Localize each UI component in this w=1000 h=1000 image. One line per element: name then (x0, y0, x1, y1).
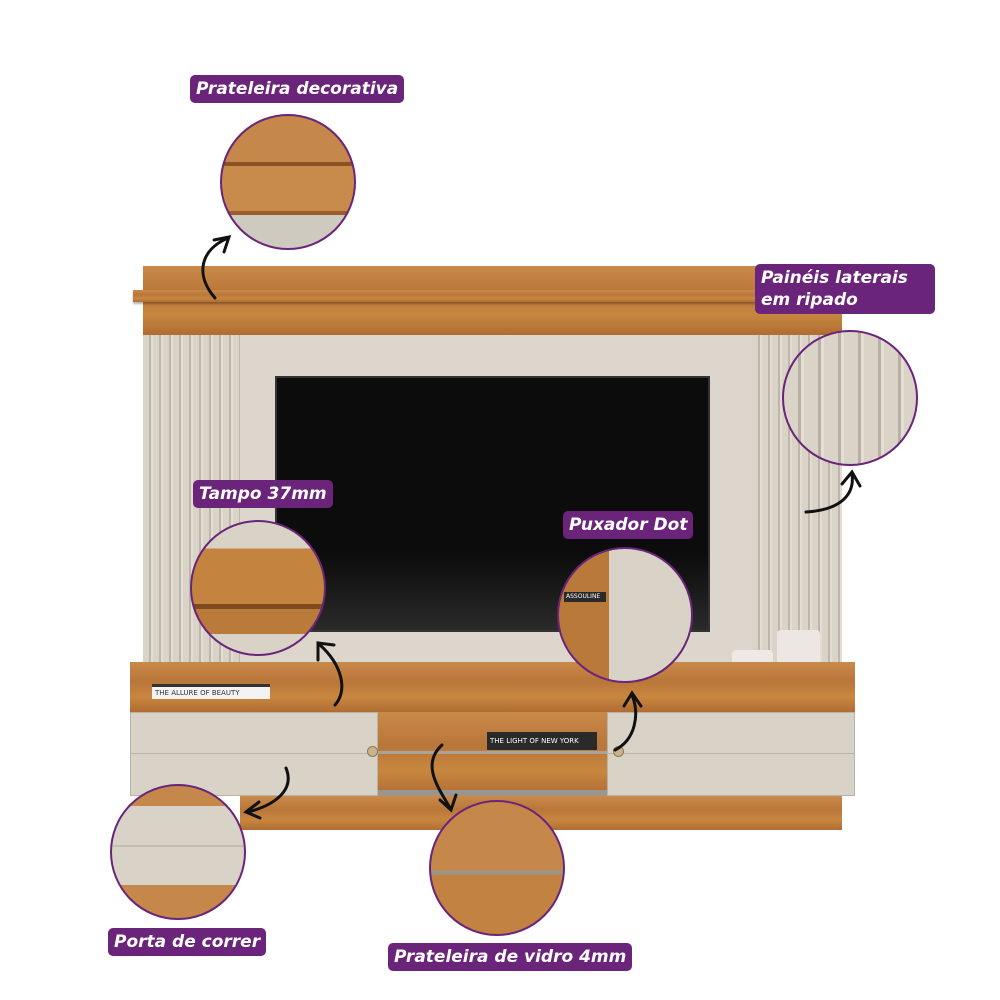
detail-circle-slatted-panels (782, 330, 918, 466)
detail-circle-sliding-door (110, 784, 246, 920)
detail-circle-tabletop (190, 520, 326, 656)
niche-base (378, 790, 607, 796)
right-door-line (607, 753, 855, 754)
arrow-icon (430, 743, 458, 813)
middle-niche (378, 712, 607, 796)
book-middle: THE LIGHT OF NEW YORK (487, 732, 597, 750)
decorative-shelf (133, 290, 842, 302)
left-door-line (130, 753, 378, 754)
right-sliding-door (607, 712, 855, 796)
label-side-panels: Painéis laterais em ripado (755, 264, 935, 314)
arrow-icon (243, 766, 290, 820)
arrow-icon (316, 641, 344, 707)
label-decorative-shelf: Prateleira decorativa (190, 75, 405, 103)
label-glass-shelf: Prateleira de vidro 4mm (388, 943, 633, 971)
book-publisher: ASSOULINE (564, 592, 606, 602)
handle-dot (367, 746, 378, 757)
left-sliding-door (130, 712, 378, 796)
arrow-icon (613, 690, 643, 752)
book-left: THE ALLURE OF BEAUTY (152, 684, 270, 699)
detail-circle-glass-shelf (429, 800, 565, 936)
label-tabletop: Tampo 37mm (193, 480, 333, 508)
label-handle: Puxador Dot (563, 511, 694, 539)
arrow-icon (804, 469, 862, 514)
detail-circle-decorative-shelf (220, 114, 356, 250)
glass-shelf (378, 751, 607, 754)
arrow-icon (201, 235, 232, 300)
label-sliding-door: Porta de correr (108, 928, 267, 956)
detail-circle-handle (557, 547, 693, 683)
